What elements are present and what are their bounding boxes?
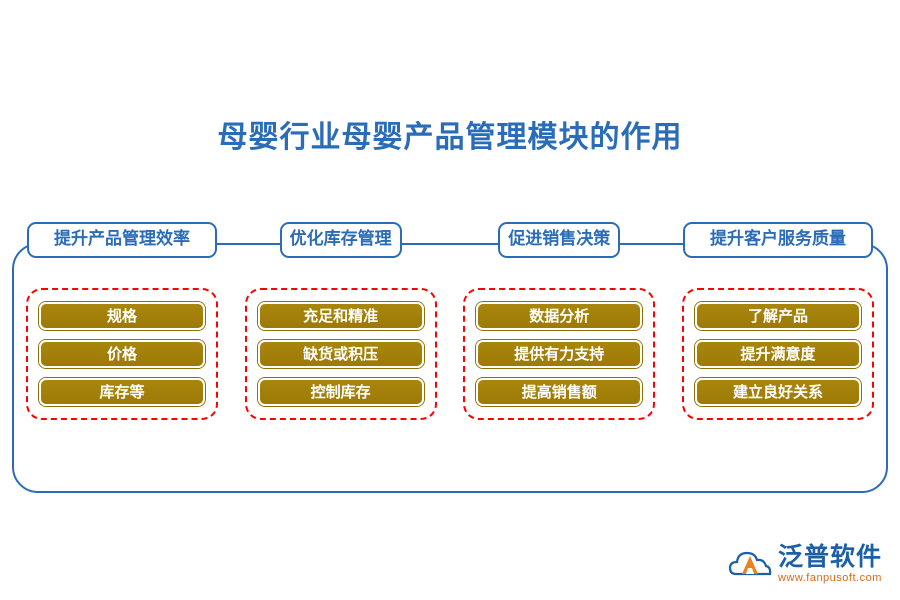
columns-container: 提升产品管理效率 规格 价格 库存等 优化库存管理 充足和精准 缺货或积压 控制… [0,222,900,482]
dashed-group-1: 规格 价格 库存等 [26,287,218,420]
logo: 泛普软件 www.fanpusoft.com [728,544,882,584]
list-item[interactable]: 提升满意度 [694,339,861,368]
logo-url: www.fanpusoft.com [777,571,882,584]
logo-text: 泛普软件 www.fanpusoft.com [777,542,882,584]
list-item[interactable]: 了解产品 [694,301,861,330]
column-1: 提升产品管理效率 规格 价格 库存等 [24,222,220,482]
list-item[interactable]: 库存等 [39,377,205,406]
column-header-3[interactable]: 促进销售决策 [498,222,621,258]
list-item[interactable]: 规格 [39,301,205,330]
page-title: 母婴行业母婴产品管理模块的作用 [217,121,683,154]
column-4: 提升客户服务质量 了解产品 提升满意度 建立良好关系 [680,222,876,482]
column-2: 优化库存管理 充足和精准 缺货或积压 控制库存 [243,222,439,482]
logo-name: 泛普软件 [777,542,882,571]
list-item[interactable]: 控制库存 [257,377,424,406]
list-item[interactable]: 价格 [39,339,205,368]
list-item[interactable]: 数据分析 [476,301,643,330]
list-item[interactable]: 提高销售额 [476,377,643,406]
dashed-group-4: 了解产品 提升满意度 建立良好关系 [681,287,874,420]
outer-frame [12,243,888,493]
list-item[interactable]: 建立良好关系 [694,377,861,406]
dashed-group-2: 充足和精准 缺货或积压 控制库存 [244,287,437,420]
dashed-group-3: 数据分析 提供有力支持 提高销售额 [463,287,656,420]
column-header-2[interactable]: 优化库存管理 [279,222,402,258]
list-item[interactable]: 提供有力支持 [476,339,643,368]
column-header-4[interactable]: 提升客户服务质量 [682,222,873,258]
list-item[interactable]: 充足和精准 [257,301,424,330]
column-3: 促进销售决策 数据分析 提供有力支持 提高销售额 [461,222,657,482]
list-item[interactable]: 缺货或积压 [257,339,424,368]
cloud-logo-icon [728,544,772,584]
column-header-1[interactable]: 提升产品管理效率 [27,222,217,258]
